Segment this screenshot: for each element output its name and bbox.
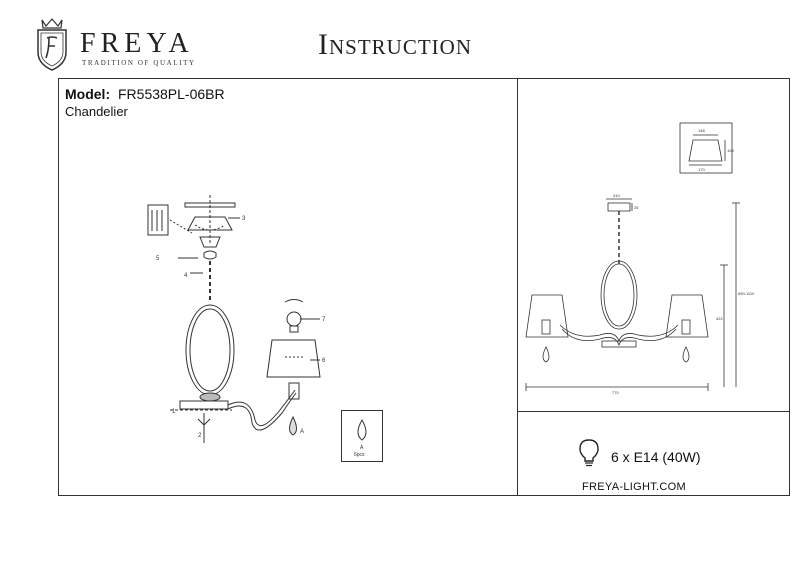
lightbulb-icon <box>579 439 599 467</box>
product-type: Chandelier <box>65 104 128 119</box>
assembly-diagram: 3 5 4 7 6 1 2 A <box>147 195 326 443</box>
dim-shade-top: 148 <box>698 128 705 133</box>
dim-total-width: 770 <box>612 390 619 395</box>
bulb-spec: 6 x E14 (40W) <box>611 449 701 465</box>
dim-shade-height: 108 <box>727 148 734 153</box>
vertical-divider <box>517 78 518 496</box>
freya-crest-icon <box>37 18 67 71</box>
brand-tagline: TRADITION OF QUALITY <box>82 59 196 67</box>
step-label-3: 3 <box>242 216 246 222</box>
crystal-parts-box: A 6pcs <box>341 410 383 462</box>
document-title: Instruction <box>318 28 472 61</box>
crystal-count: 6pcs <box>354 452 365 458</box>
instruction-frame <box>58 78 790 496</box>
model-label: Model: <box>65 86 111 102</box>
step-label-5: 5 <box>156 256 160 262</box>
step-label-1: 1 <box>172 409 176 415</box>
dimension-drawing: 148 170 108 310 25 422 690-1110 770 <box>525 122 755 395</box>
crystal-label: A <box>360 445 364 451</box>
model-value: FR5538PL-06BR <box>118 86 225 102</box>
step-label-6: 6 <box>322 358 326 364</box>
dim-canopy-width: 310 <box>613 193 620 198</box>
step-label-4: 4 <box>184 273 188 279</box>
dim-total-height: 690-1110 <box>738 291 755 296</box>
dim-shade-bottom: 170 <box>698 167 705 172</box>
website-link[interactable]: FREYA-LIGHT.COM <box>582 481 686 493</box>
brand-name: FREYA <box>80 28 194 59</box>
horizontal-divider <box>517 411 790 412</box>
step-label-a: A <box>300 429 304 435</box>
step-label-2: 2 <box>198 433 202 439</box>
dim-body-height: 422 <box>716 316 723 321</box>
step-label-7: 7 <box>322 317 326 323</box>
dim-canopy-height: 25 <box>634 205 639 210</box>
